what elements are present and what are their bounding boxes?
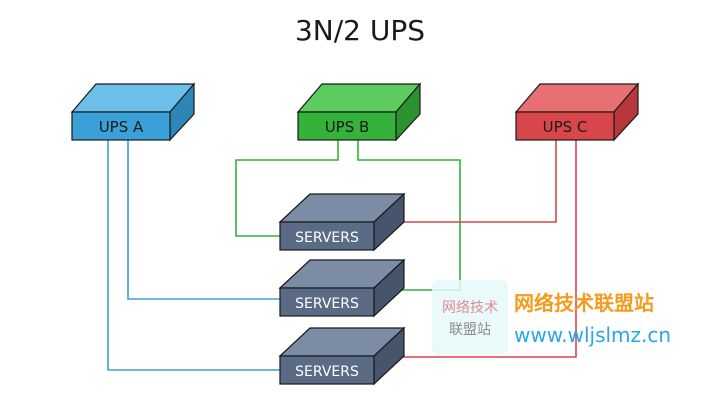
servers-1-label: SERVERS [295,230,359,246]
watermark-logo-line1: 网络技术 [442,300,498,316]
ups-a-label: UPS A [99,118,144,136]
ups-b-box: UPS B [296,82,422,142]
servers-2-label: SERVERS [295,296,359,312]
watermark-url: www.wljslmz.cn [514,323,671,347]
servers-box-3: SERVERS [278,326,406,386]
servers-box-2: SERVERS [278,258,406,318]
watermark-name: 网络技术联盟站 [514,291,654,315]
link-ups-a-servers-2 [127,138,282,300]
ups-c-box: UPS C [514,82,640,142]
ups-a-box: UPS A [70,82,196,142]
ups-c-label: UPS C [543,118,588,136]
link-ups-b-servers-1 [235,138,339,237]
diagram-title: 3N/2 UPS [294,14,426,47]
link-ups-c-servers-3 [398,138,577,358]
watermark: 网络技术 联盟站 网络技术联盟站 www.wljslmz.cn [432,280,671,354]
link-ups-c-servers-1 [398,138,557,223]
link-ups-a-servers-3 [107,138,282,371]
servers-3-label: SERVERS [295,364,359,380]
watermark-logo-tile [432,280,508,354]
ups-b-label: UPS B [325,118,370,136]
watermark-logo-line2: 联盟站 [449,322,491,338]
servers-box-1: SERVERS [278,192,406,252]
